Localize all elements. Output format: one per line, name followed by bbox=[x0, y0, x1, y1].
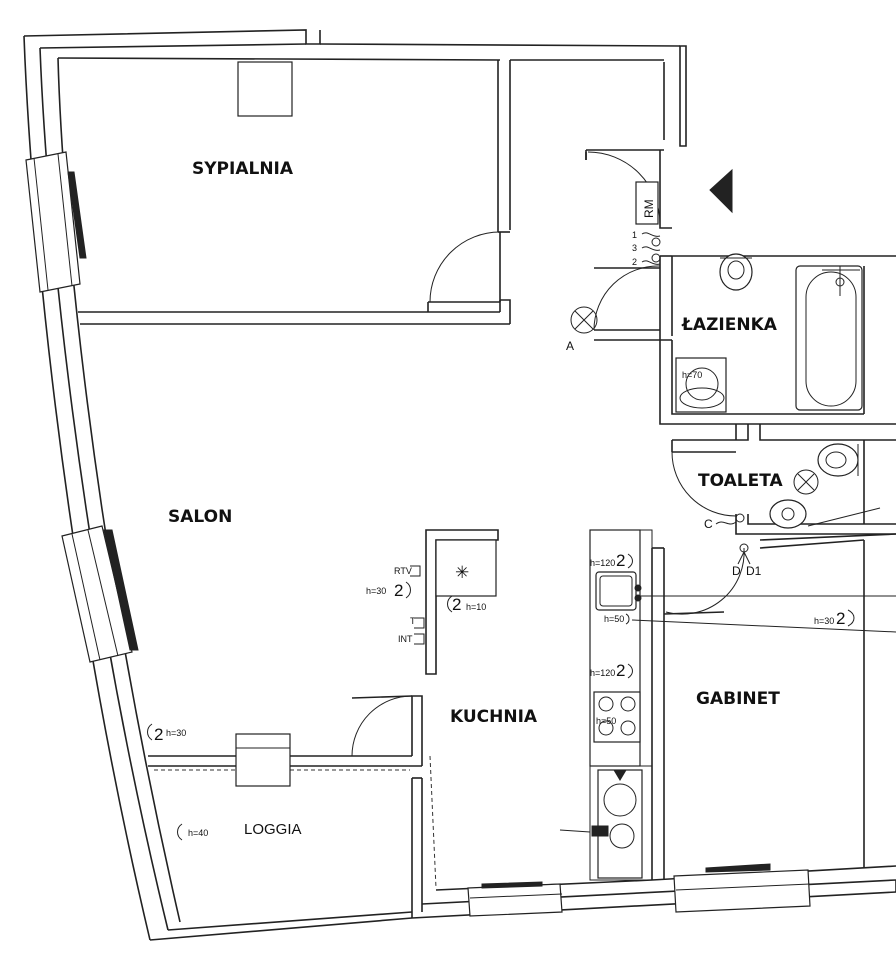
room-label-sypialnia: SYPIALNIA bbox=[192, 159, 294, 179]
sypialnia-walls bbox=[78, 60, 511, 325]
cooktop bbox=[593, 691, 641, 743]
room-label-kuchnia: KUCHNIA bbox=[450, 707, 538, 727]
svg-text:h=70: h=70 bbox=[682, 370, 702, 380]
svg-text:2: 2 bbox=[154, 725, 163, 744]
salon-wall-outlet: 2 h=30 bbox=[147, 723, 186, 744]
svg-text:h=30: h=30 bbox=[166, 728, 186, 738]
svg-text:2: 2 bbox=[616, 551, 625, 570]
bathtub bbox=[795, 265, 863, 411]
svg-text:h=50: h=50 bbox=[604, 614, 624, 624]
kitchen-sink bbox=[595, 571, 637, 611]
washbasin-toaleta bbox=[769, 499, 807, 529]
rm-label: RM bbox=[642, 199, 656, 218]
svg-text:2: 2 bbox=[616, 661, 625, 680]
loggia-walls bbox=[148, 695, 437, 918]
kitchen-counter bbox=[559, 529, 653, 881]
window-kuchnia-south bbox=[467, 881, 563, 917]
toilet-lazienka bbox=[719, 253, 753, 291]
toaleta-walls bbox=[671, 424, 896, 535]
svg-text:2: 2 bbox=[836, 609, 845, 628]
salon-column: ✳ bbox=[425, 529, 499, 675]
svg-text:C: C bbox=[704, 517, 713, 531]
svg-text:h=30: h=30 bbox=[366, 586, 386, 596]
svg-text:2: 2 bbox=[452, 595, 461, 614]
riser-toaleta bbox=[793, 469, 819, 495]
svg-text:INT: INT bbox=[398, 634, 413, 644]
gabinet-door[interactable] bbox=[663, 547, 745, 615]
window-gabinet-south bbox=[673, 863, 811, 913]
west-exterior-wall bbox=[23, 29, 501, 941]
svg-text:2: 2 bbox=[632, 257, 637, 267]
room-label-loggia: LOGGIA bbox=[244, 821, 302, 838]
svg-text:T: T bbox=[410, 616, 416, 626]
vent-block bbox=[237, 61, 293, 117]
svg-text:D: D bbox=[732, 564, 741, 578]
svg-text:D1: D1 bbox=[746, 564, 762, 578]
svg-text:A: A bbox=[566, 339, 574, 353]
svg-text:h=120: h=120 bbox=[590, 668, 615, 678]
sypialnia-door[interactable] bbox=[429, 231, 501, 303]
room-label-salon: SALON bbox=[168, 507, 232, 527]
loggia-outlet: h=40 bbox=[177, 823, 208, 841]
riser-a: A bbox=[566, 306, 598, 353]
window-salon-west bbox=[61, 525, 139, 663]
svg-text:h=120: h=120 bbox=[590, 558, 615, 568]
loggia-window bbox=[235, 733, 291, 787]
svg-text:2: 2 bbox=[394, 581, 403, 600]
room-label-gabinet: GABINET bbox=[696, 689, 780, 709]
cable-line bbox=[631, 619, 896, 633]
window-sypialnia-west bbox=[25, 151, 87, 293]
entrance-arrow-icon bbox=[709, 168, 733, 214]
ceiling-fan-icon: ✳ bbox=[455, 563, 469, 582]
svg-text:h=30: h=30 bbox=[814, 616, 834, 626]
svg-text:h=50: h=50 bbox=[596, 716, 616, 726]
room-label-lazienka: ŁAZIENKA bbox=[681, 315, 778, 335]
toilet-toaleta bbox=[817, 443, 859, 477]
gabinet-outlet: h=30 2 bbox=[814, 609, 855, 628]
toaleta-line bbox=[807, 507, 881, 527]
svg-text:h=40: h=40 bbox=[188, 828, 208, 838]
toaleta-door[interactable] bbox=[671, 451, 737, 517]
svg-text:h=10: h=10 bbox=[466, 602, 486, 612]
room-label-toaleta: TOALETA bbox=[698, 471, 783, 491]
loggia-door[interactable] bbox=[351, 695, 413, 757]
north-wall bbox=[319, 43, 687, 147]
salon-outlets: RTV h=30 2 2 h=10 T INT bbox=[366, 565, 486, 645]
lazienka-walls bbox=[594, 255, 896, 425]
svg-text:RTV: RTV bbox=[394, 566, 412, 576]
lazienka-door[interactable] bbox=[593, 265, 661, 331]
svg-text:1: 1 bbox=[632, 230, 637, 240]
rm-cabinet: RM bbox=[635, 181, 659, 225]
switch-group: 1 3 2 bbox=[632, 230, 661, 267]
kitchen-outlets: h=120 2 h=50 h=120 2 h=50 bbox=[590, 551, 633, 726]
washbasin-lazienka: h=70 bbox=[675, 357, 727, 413]
boiler-unit bbox=[559, 769, 643, 879]
svg-text:3: 3 bbox=[632, 243, 637, 253]
corridor-walls bbox=[510, 59, 672, 229]
